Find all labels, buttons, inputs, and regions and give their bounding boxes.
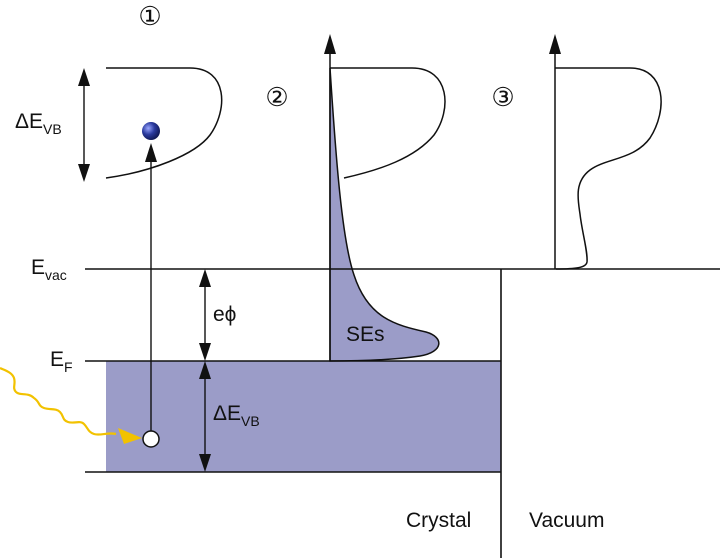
delta-evb-top-label: ΔEVB bbox=[15, 110, 62, 137]
delta-evb-top-main: ΔE bbox=[15, 110, 43, 133]
work-function-label: eϕ bbox=[213, 303, 236, 326]
secondary-electron-distribution bbox=[329, 67, 440, 362]
e-vac-label: Evac bbox=[31, 256, 67, 283]
photo-hole bbox=[142, 430, 160, 448]
step1-delta-arrow-up-head bbox=[78, 68, 90, 86]
step3-axis-arrow-head bbox=[549, 34, 561, 54]
e-vac-sub: vac bbox=[45, 267, 67, 283]
step-1-label: ① bbox=[138, 1, 161, 31]
vb-width-arrow-up-head bbox=[199, 361, 211, 379]
delta-evb-band-sub: VB bbox=[241, 413, 260, 429]
valence-band bbox=[106, 361, 501, 472]
excited-electron bbox=[142, 122, 160, 140]
step3-transmitted-spectrum bbox=[555, 67, 662, 270]
work-function-arrow-down-head bbox=[199, 343, 211, 361]
step2-dos-curve bbox=[330, 67, 446, 179]
step1-dos-curve bbox=[105, 67, 223, 179]
vacuum-label: Vacuum bbox=[529, 509, 604, 532]
photon-arrow-head bbox=[118, 428, 142, 444]
secondary-electrons-label: SEs bbox=[346, 323, 385, 346]
work-function-arrow-up-head bbox=[199, 269, 211, 287]
delta-evb-top-sub: VB bbox=[43, 121, 62, 137]
delta-evb-band-label: ΔEVB bbox=[213, 402, 260, 429]
step-3-label: ③ bbox=[491, 82, 514, 112]
vb-width-arrow-down-head bbox=[199, 454, 211, 472]
step-2-label: ② bbox=[265, 82, 288, 112]
e-vac-main: E bbox=[31, 256, 45, 279]
e-f-label: EF bbox=[50, 348, 73, 375]
e-f-sub: F bbox=[64, 359, 73, 375]
photon-wave bbox=[0, 367, 117, 436]
delta-evb-band-main: ΔE bbox=[213, 402, 241, 425]
crystal-label: Crystal bbox=[406, 509, 471, 532]
excitation-arrow-head bbox=[145, 143, 157, 162]
e-f-main: E bbox=[50, 348, 64, 371]
step1-delta-arrow-down-head bbox=[78, 164, 90, 182]
step2-axis-arrow-head bbox=[324, 34, 336, 54]
